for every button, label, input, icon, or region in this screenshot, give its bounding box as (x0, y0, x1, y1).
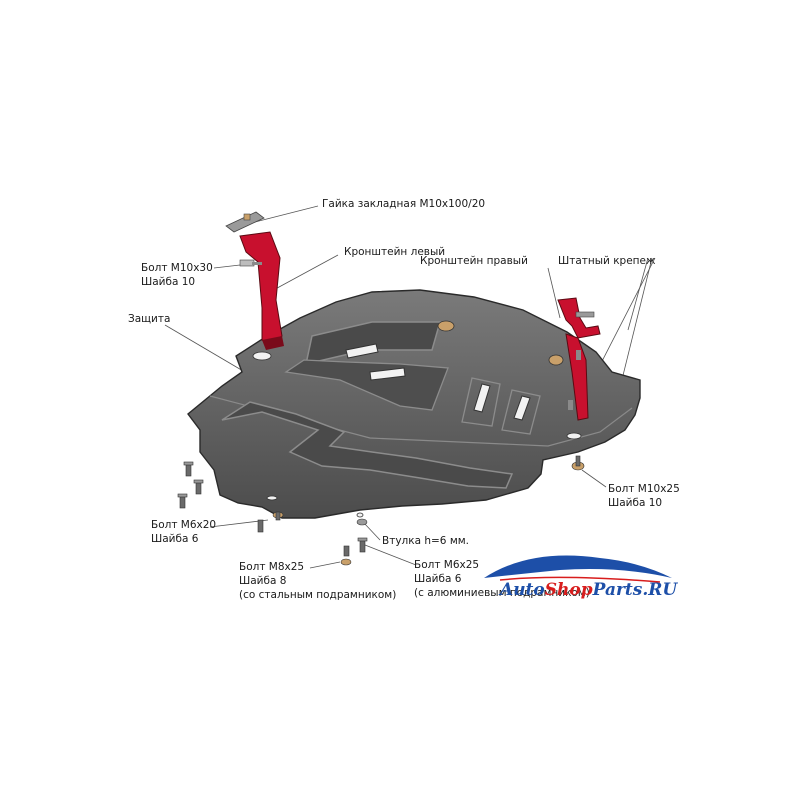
label-bolt-m10x30: Болт М10х30 Шайба 10 (141, 262, 213, 288)
label-bushing: Втулка h=6 мм. (382, 535, 470, 547)
label-nut: Гайка закладная М10х100/20 (322, 198, 486, 210)
label-bracket-left: Кронштейн левый (344, 246, 446, 258)
plate-holes (252, 351, 582, 518)
label-bolt-m6x25: Болт М6х25 Шайба 6 (с алюминиевым подрам… (414, 559, 590, 599)
label-bolt-m6x20: Болт М6х20 Шайба 6 (151, 519, 217, 545)
label-bolt-m10x25: Болт М10х25 Шайба 10 (608, 483, 680, 509)
watermark-swoosh (484, 555, 672, 578)
plate-slots (345, 343, 531, 421)
label-bolt-m8x25: Болт М8х25 Шайба 8 (со стальным подрамни… (239, 561, 397, 601)
bracket-left (239, 231, 284, 350)
label-bracket-right: Кронштейн правый (420, 255, 528, 267)
nut-plate (225, 211, 265, 233)
leader-lines (164, 205, 656, 569)
watermark-logo: AutoShopParts.RU (500, 580, 678, 600)
bolt-m10x30 (239, 259, 262, 267)
skid-plate (187, 289, 641, 519)
bracket-right (557, 297, 601, 421)
fasteners (177, 455, 585, 566)
label-standard-mount: Штатный крепеж (558, 255, 656, 267)
label-shield: Защита (128, 313, 171, 325)
